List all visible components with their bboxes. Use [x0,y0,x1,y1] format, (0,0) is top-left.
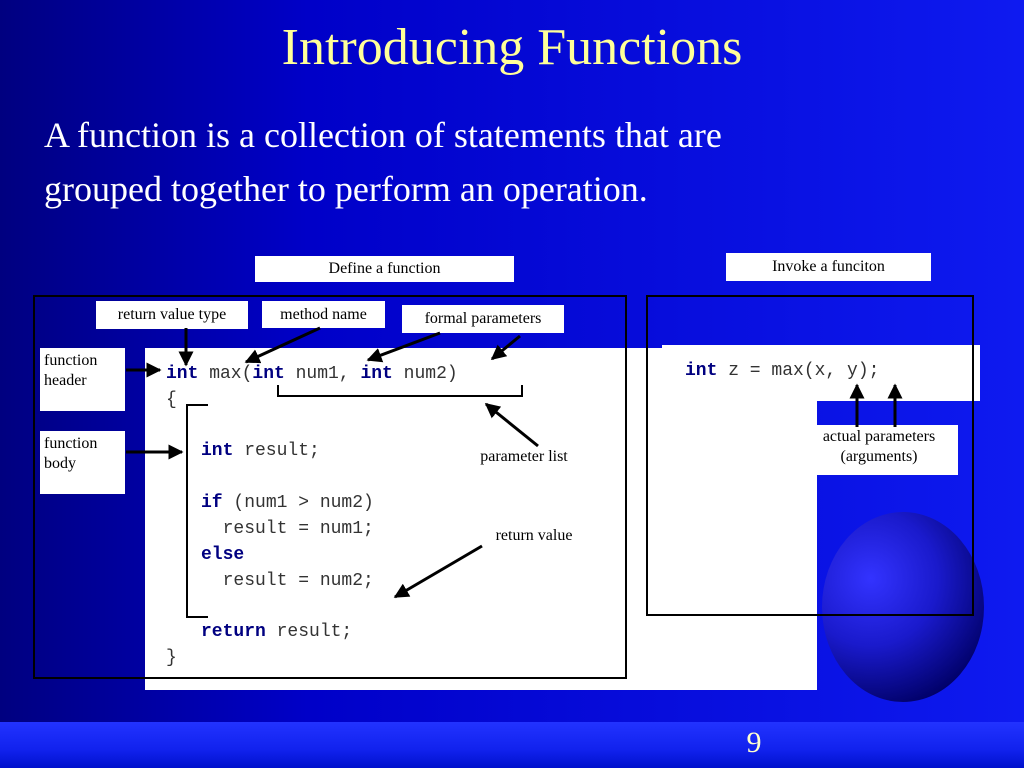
slide-title: Introducing Functions [281,19,743,76]
function-body-label-line-1: function [44,435,98,452]
page-number: 9 [746,726,762,759]
code-open-brace: { [166,390,177,410]
arrow-method-name [244,326,321,364]
code-text: (num1 > num2) [222,493,374,513]
invoke-function-frame [646,295,974,616]
code-keyword-else: else [201,545,245,565]
code-return-line: return result; [201,619,352,645]
function-body-label-line-2: body [44,455,76,472]
code-panel [145,348,817,690]
footer-band [0,722,1024,768]
arrow-return-value [393,544,483,599]
return-value-type-label: return value type [96,301,248,329]
code-invoke-line: int z = max(x, y); [685,358,879,384]
function-header-label: function header [40,348,125,411]
define-function-label: Define a function [255,256,514,282]
code-keyword-int: int [252,364,285,384]
code-assign-num1: result = num1; [201,519,374,539]
code-function-header: int max(int num1, int num2) [166,361,458,387]
arrow-formal-param-1 [366,331,441,363]
code-keyword-int: int [360,364,393,384]
intro-line-1: A function is a collection of statements… [44,115,722,155]
code-text: num1, [284,364,361,384]
code-keyword-int: int [685,361,718,381]
parameter-list-bracket [277,385,523,397]
code-if-line: if (num1 > num2) [201,490,374,516]
function-header-label-line-2: header [44,372,87,389]
actual-parameters-line-2: (arguments) [840,448,918,465]
intro-line-2: grouped together to perform an operation… [44,169,648,209]
function-body-bracket [186,404,208,618]
code-keyword-return: return [201,622,266,642]
code-text: result; [265,622,353,642]
intro-text: A function is a collection of statements… [44,108,964,216]
function-body-label: function body [40,431,125,494]
function-header-label-line-1: function [44,352,98,369]
code-else-line: else [201,542,244,568]
code-text: max( [198,364,253,384]
code-declaration: int result; [201,438,320,464]
invoke-code-panel [662,345,980,401]
actual-parameters-label: actual parameters (arguments) [800,425,958,475]
method-name-label: method name [262,301,385,328]
code-text: num2) [392,364,458,384]
arrow-formal-param-2 [490,334,521,361]
decorative-sphere [822,512,984,702]
invoke-function-label: Invoke a funciton [726,253,931,281]
code-close-brace: } [166,648,177,668]
arrow-parameter-list [484,402,539,448]
code-text: result; [233,441,320,461]
code-keyword-if: if [201,493,223,513]
define-function-frame [33,295,627,679]
code-keyword-int: int [201,441,234,461]
actual-parameters-line-1: actual parameters [822,428,936,445]
code-text: z = max(x, y); [717,361,880,381]
return-value-label: return value [495,527,573,544]
parameter-list-label: parameter list [480,448,568,465]
code-keyword-int: int [166,364,199,384]
code-assign-num2: result = num2; [201,571,374,591]
formal-parameters-label: formal parameters [402,305,564,333]
